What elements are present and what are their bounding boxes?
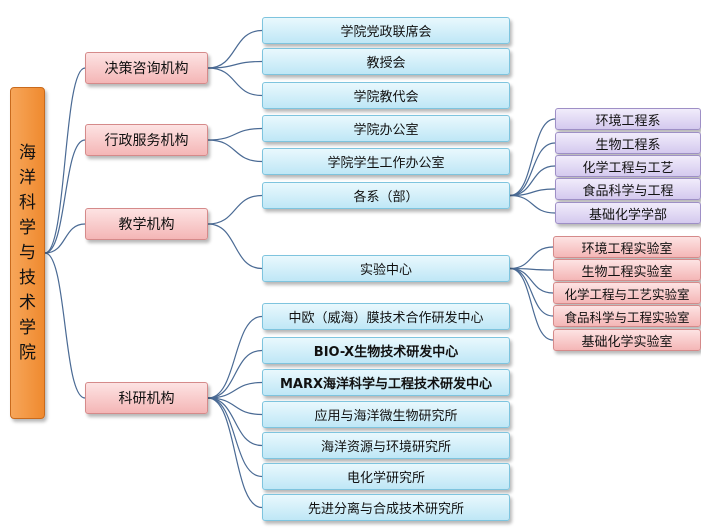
unit-biox-center: BIO-X生物技术研发中心 [262, 337, 510, 364]
unit-party-council: 学院党政联席会 [262, 17, 510, 44]
connector-branch-admin-unit-student-affairs [207, 139, 263, 163]
connector-branch-teaching-unit-experiment-center [207, 223, 263, 270]
dept-chemical: 化学工程与工艺 [555, 155, 701, 177]
unit-experiment-center: 实验中心 [262, 255, 510, 282]
lab-environmental: 环境工程实验室 [553, 236, 701, 258]
connector-branch-admin-unit-college-office [207, 127, 263, 141]
connector-branch-research-unit-biox-center [207, 349, 263, 399]
lab-basic-chemistry: 基础化学实验室 [553, 329, 701, 351]
unit-staff-congress: 学院教代会 [262, 82, 510, 109]
connector-branch-research-unit-marx-center [207, 381, 263, 399]
connector-branch-decision-unit-staff-congress [207, 67, 263, 97]
connector-branch-decision-unit-party-council [207, 29, 263, 69]
connector-branch-decision-unit-professors [207, 60, 263, 69]
connector-unit-departments-dept-chemical [509, 165, 556, 197]
unit-resources-institute: 海洋资源与环境研究所 [262, 432, 510, 459]
unit-college-office: 学院办公室 [262, 115, 510, 142]
dept-environmental: 环境工程系 [555, 108, 701, 130]
connector-unit-experiment-center-lab-environmental [509, 246, 554, 270]
branch-research: 科研机构 [85, 382, 208, 414]
dept-basic-chemistry: 基础化学学部 [555, 202, 701, 224]
connector-branch-research-unit-resources-institute [207, 397, 263, 447]
lab-food-science: 食品科学与工程实验室 [553, 305, 701, 327]
connector-branch-research-unit-microbiology-institute [207, 397, 263, 416]
lab-bioengineering: 生物工程实验室 [553, 259, 701, 281]
dept-bioengineering: 生物工程系 [555, 132, 701, 154]
branch-teaching: 教学机构 [85, 208, 208, 240]
connector-unit-departments-dept-environmental [509, 118, 556, 197]
connector-root-node-branch-teaching [44, 223, 86, 254]
connector-unit-departments-dept-basic-chemistry [509, 194, 556, 214]
connector-root-node-branch-admin [44, 139, 86, 254]
unit-separation-institute: 先进分离与合成技术研究所 [262, 494, 510, 521]
lab-chemical: 化学工程与工艺实验室 [553, 282, 701, 304]
unit-microbiology-institute: 应用与海洋微生物研究所 [262, 401, 510, 428]
unit-student-affairs: 学院学生工作办公室 [262, 148, 510, 175]
connector-root-node-branch-research [44, 252, 86, 399]
connector-branch-research-unit-membrane-center [207, 315, 263, 399]
unit-electrochemistry-institute: 电化学研究所 [262, 463, 510, 490]
branch-decision: 决策咨询机构 [85, 52, 208, 84]
connector-unit-departments-dept-bioengineering [509, 142, 556, 197]
connector-unit-experiment-center-lab-basic-chemistry [509, 267, 554, 341]
branch-admin: 行政服务机构 [85, 124, 208, 156]
unit-departments: 各系（部） [262, 182, 510, 209]
dept-food-science: 食品科学与工程 [555, 178, 701, 200]
connector-root-node-branch-decision [44, 67, 86, 254]
unit-professors: 教授会 [262, 48, 510, 75]
root-node: 海洋科学与技术学院 [10, 87, 45, 419]
unit-membrane-center: 中欧（威海）膜技术合作研发中心 [262, 303, 510, 330]
connector-branch-teaching-unit-departments [207, 194, 263, 225]
connector-unit-experiment-center-lab-chemical [509, 267, 554, 294]
unit-marx-center: MARX海洋科学与工程技术研发中心 [262, 369, 510, 396]
connector-branch-research-unit-separation-institute [207, 397, 263, 509]
connector-branch-research-unit-electrochemistry-institute [207, 397, 263, 478]
